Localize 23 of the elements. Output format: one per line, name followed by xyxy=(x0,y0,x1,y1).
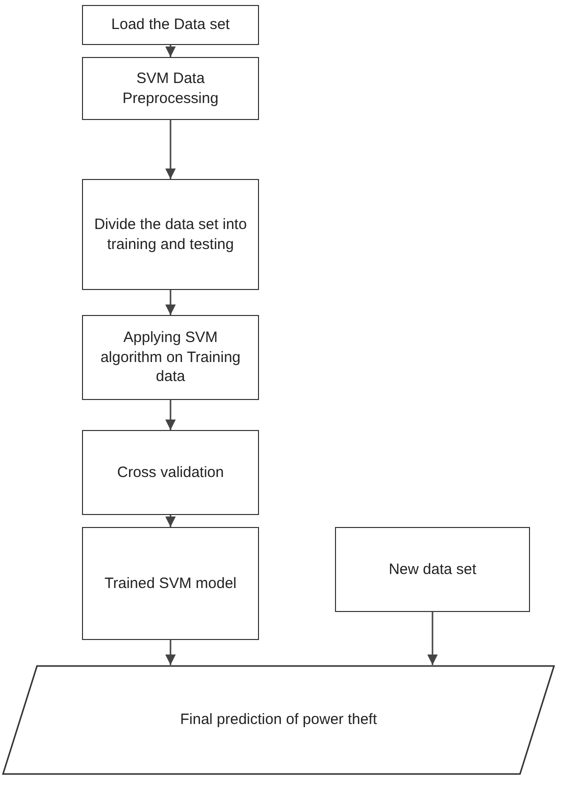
process-box xyxy=(82,430,259,515)
arrow xyxy=(165,120,176,179)
process-box xyxy=(82,57,259,120)
arrow xyxy=(165,400,176,430)
arrow xyxy=(165,515,176,527)
node-label: Trained SVM model xyxy=(104,574,236,594)
node-label: Cross validation xyxy=(117,462,224,482)
process-box xyxy=(335,527,530,612)
process-box xyxy=(82,179,259,290)
output-parallelogram xyxy=(2,665,555,775)
node-label: Final prediction of power theft xyxy=(180,710,377,730)
node-label: Load the Data set xyxy=(111,15,230,35)
process-box xyxy=(82,527,259,640)
arrow xyxy=(165,290,176,315)
arrow xyxy=(165,640,176,665)
node-label: New data set xyxy=(388,560,476,580)
node-label: Applying SVM algorithm on Training data xyxy=(99,328,242,387)
node-label: SVM Data Preprocessing xyxy=(122,69,220,108)
process-box xyxy=(82,315,259,400)
arrow xyxy=(165,45,176,57)
node-label: Divide the data set into training and testing xyxy=(93,215,248,254)
process-box xyxy=(82,5,259,45)
arrow xyxy=(427,612,438,665)
